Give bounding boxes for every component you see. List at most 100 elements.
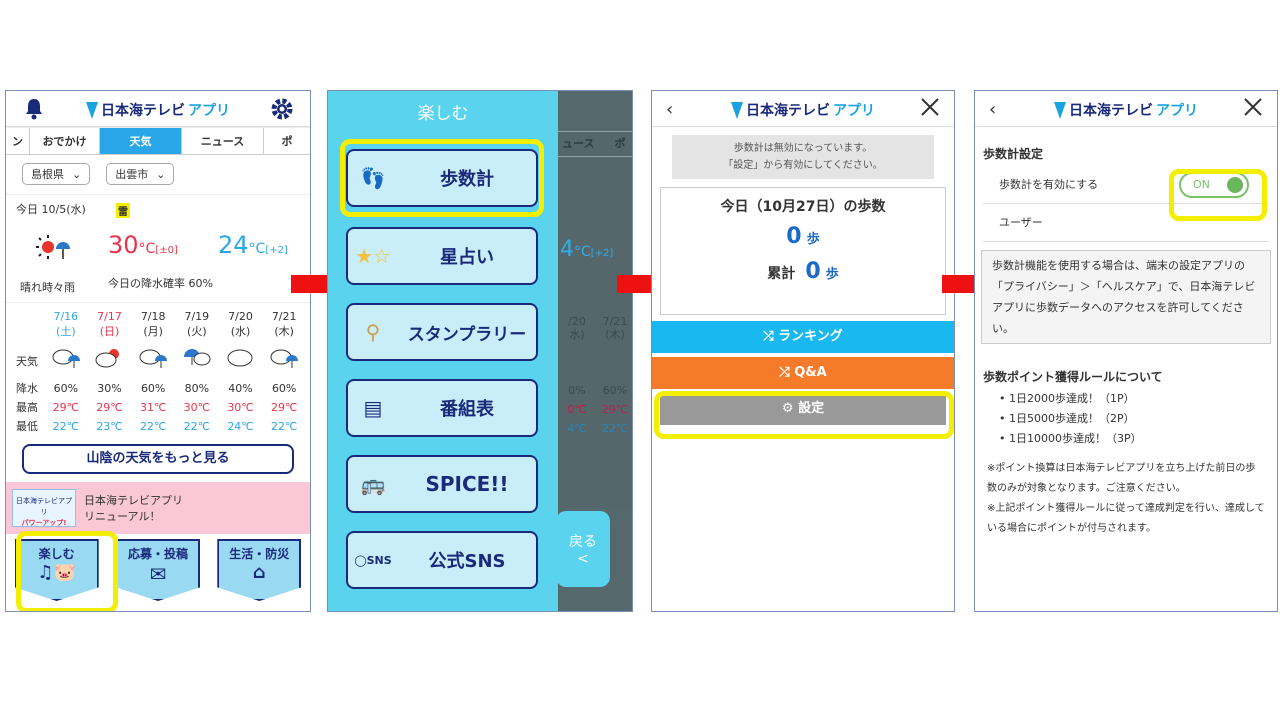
day-date: 7/18 <box>140 310 166 323</box>
max-temp: 29℃ <box>270 401 298 414</box>
highlight-frame <box>1169 169 1267 221</box>
sub-header: ‹ 日本海テレビアプリ <box>652 91 954 127</box>
menu-horoscope-button[interactable]: ★☆星占い <box>346 227 538 285</box>
logo-mark-icon <box>731 101 743 119</box>
logo-mark-icon <box>86 101 98 119</box>
gear-icon[interactable] <box>270 97 294 121</box>
logo-mark-icon <box>1054 101 1066 119</box>
today-low: 24°C[+2] <box>218 231 288 259</box>
notes: ※ポイント換算は日本海テレビアプリを立ち上げた前日の歩数のみが対象となります。ご… <box>987 463 1265 534</box>
chevron-down-icon: ⌄ <box>72 167 82 181</box>
bell-icon[interactable] <box>22 97 46 121</box>
app-logo: 日本海テレビアプリ <box>652 100 954 120</box>
day-date: 7/16 <box>53 310 79 323</box>
close-icon[interactable] <box>1243 97 1263 117</box>
rain-value: 80% <box>184 382 210 395</box>
pig-icon: ♫🐷 <box>37 562 76 583</box>
user-row[interactable]: ユーザー <box>983 204 1269 242</box>
menu-spice-button[interactable]: 🚌SPICE!! <box>346 455 538 513</box>
close-icon[interactable] <box>920 97 940 117</box>
more-weather-button[interactable]: 山陰の天気をもっと見る <box>22 444 294 474</box>
sub-header: ‹ 日本海テレビアプリ <box>975 91 1277 127</box>
day-weekday: (木) <box>274 325 294 338</box>
stars-icon: ★☆ <box>355 244 391 268</box>
category-tabs: ン おでかけ 天気 ニュース ポ <box>6 127 310 155</box>
pedometer-settings-screen: ‹ 日本海テレビアプリ 歩数計設定 歩数計を有効にする ON ユーザー 歩数計機… <box>974 90 1278 612</box>
max-temp: 29℃ <box>96 401 123 414</box>
day-date: 7/17 <box>97 310 122 323</box>
ranking-button[interactable]: ⤮ ランキング <box>652 321 954 353</box>
bus-icon: 🚌 <box>360 472 386 496</box>
rain-value: 60% <box>140 382 166 395</box>
today-steps-value: 0 <box>786 224 802 249</box>
banner-title: 日本海テレビアプリ <box>84 494 183 507</box>
schedule-icon: ▤ <box>363 396 383 420</box>
highlight-frame <box>16 531 118 611</box>
shuffle-icon: ⤮ <box>779 365 790 380</box>
shuffle-icon: ⤮ <box>763 329 774 344</box>
settings-button[interactable]: ⚙ 設定 <box>660 393 946 425</box>
city-select[interactable]: 出雲市⌄ <box>106 163 175 185</box>
nav-enjoy-button[interactable]: 楽しむ♫🐷 <box>14 539 99 601</box>
day-date: 7/20 <box>228 310 253 323</box>
steps-summary: 今日（10月27日）の歩数 0 歩 累計 0 歩 <box>660 187 946 315</box>
tab-weather[interactable]: 天気 <box>100 128 182 154</box>
tab-partial-right[interactable]: ポ <box>281 135 293 148</box>
renewal-banner[interactable]: 日本海テレビアプリパワーアップ! 日本海テレビアプリリニューアル！ <box>6 482 310 534</box>
menu-tv-guide-button[interactable]: ▤番組表 <box>346 379 538 437</box>
today-date: 今日 10/5(水) <box>16 203 86 216</box>
sun-rain-icon <box>36 235 70 259</box>
nav-apply-button[interactable]: 応募・投稿✉ <box>115 539 200 601</box>
bottom-nav: 楽しむ♫🐷 応募・投稿✉ 生活・防災⌂ <box>6 529 310 611</box>
today-high: 30°C[±0] <box>108 231 178 259</box>
max-temp: 30℃ <box>183 401 210 414</box>
sun-cloud-icon <box>88 345 132 379</box>
highlight-frame <box>340 139 544 217</box>
min-temp: 24℃ <box>227 420 254 433</box>
nav-life-button[interactable]: 生活・防災⌂ <box>217 539 302 601</box>
day-weekday: (火) <box>187 325 207 338</box>
day-date: 7/19 <box>184 310 210 323</box>
cloud-rain-icon <box>44 345 88 379</box>
rain-value: 40% <box>228 382 253 395</box>
steps-unit: 歩 <box>806 232 820 247</box>
app-logo: 日本海テレビアプリ <box>975 100 1277 120</box>
max-temp: 29℃ <box>52 401 79 414</box>
back-chevron-icon[interactable]: ‹ <box>989 99 997 120</box>
section-title: 歩数計設定 <box>983 147 1044 161</box>
gear-icon: ⚙ <box>781 401 794 416</box>
row-label: 最低 <box>16 420 38 433</box>
permission-info: 歩数計機能を使用する場合は、端末の設定アプリの「プライバシー」＞「ヘルスケア」で… <box>981 250 1271 344</box>
row-label: 天気 <box>16 355 38 368</box>
cloud-icon <box>219 345 263 379</box>
back-chevron-icon[interactable]: ‹ <box>666 99 674 120</box>
row-label: 最高 <box>16 401 38 414</box>
min-temp: 22℃ <box>270 420 298 433</box>
back-button[interactable]: 戻る< <box>556 511 610 587</box>
tab-news[interactable]: ニュース <box>182 128 264 154</box>
tab-odekake[interactable]: おでかけ <box>30 128 100 154</box>
tab-partial-left[interactable]: ン <box>6 128 30 154</box>
menu-stamp-rally-button[interactable]: ⚲スタンプラリー <box>346 303 538 361</box>
cloud-rain-icon <box>131 345 175 379</box>
rules-title: 歩数ポイント獲得ルールについて <box>983 370 1163 384</box>
day-date: 7/21 <box>271 310 297 323</box>
weather-desc: 晴れ時々雨 <box>20 281 75 294</box>
qa-button[interactable]: ⤮ Q&A <box>652 357 954 389</box>
total-steps-value: 0 <box>805 259 821 284</box>
day-weekday: (日) <box>99 325 120 338</box>
prefecture-select[interactable]: 島根県⌄ <box>22 163 91 185</box>
stamp-icon: ⚲ <box>365 320 381 344</box>
weather-screen: 日本海テレビアプリ ン おでかけ 天気 ニュース ポ 島根県⌄ 出雲市⌄ 今日 … <box>5 90 311 612</box>
rain-value: 60% <box>271 382 297 395</box>
today-weather: 今日 10/5(水) 雷 30°C[±0] 24°C[+2] 晴れ時々雨 今日の… <box>6 195 310 303</box>
rain-cloud-icon <box>175 345 219 379</box>
steps-unit: 歩 <box>825 267 839 282</box>
footprints-icon: 👣 <box>360 166 386 190</box>
day-weekday: (水) <box>230 325 251 338</box>
day-weekday: (月) <box>143 325 163 338</box>
house-icon: ⌂ <box>252 562 266 583</box>
banner-subtitle: リニューアル！ <box>84 510 161 523</box>
menu-pedometer-button[interactable]: 👣歩数計 <box>346 149 538 207</box>
